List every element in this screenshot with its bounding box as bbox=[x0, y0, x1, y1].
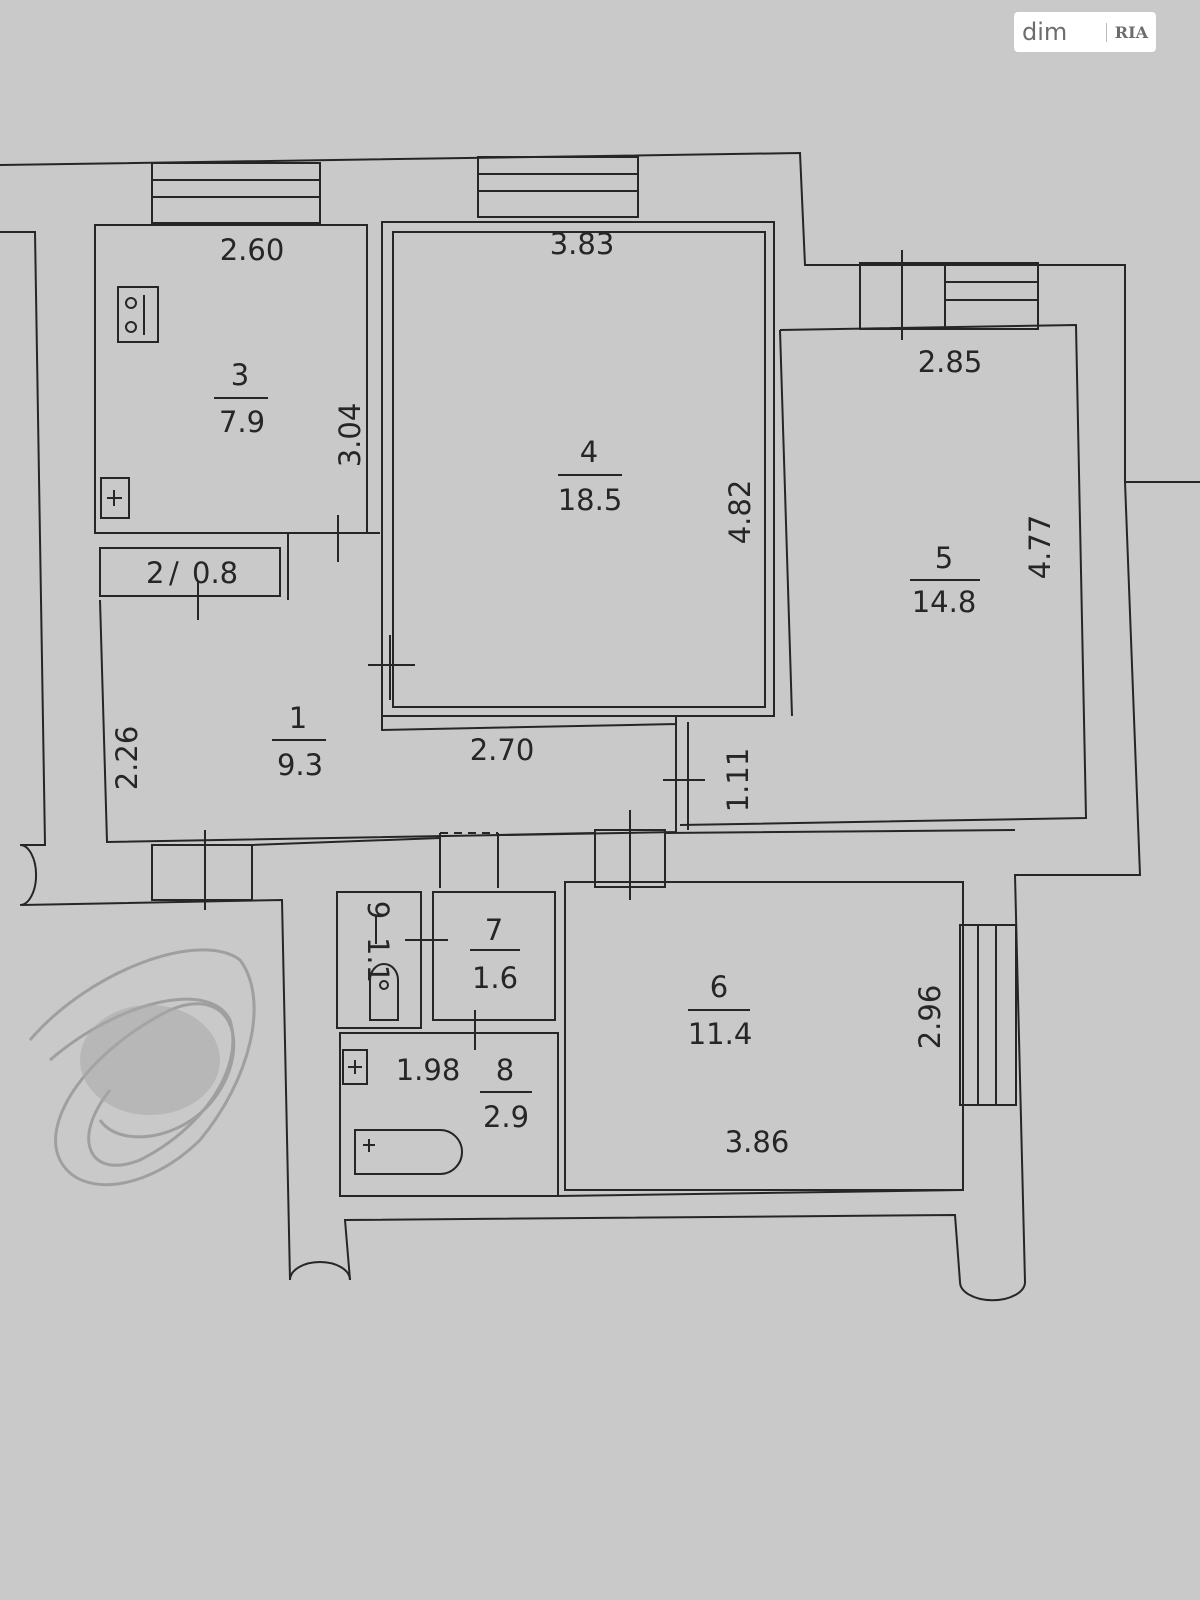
room-5-number: 5 bbox=[935, 541, 953, 575]
room-8-number: 8 bbox=[496, 1053, 514, 1087]
dim-room5-width: 2.85 bbox=[918, 345, 983, 379]
room-9-number: 9 bbox=[361, 901, 395, 919]
window-top-middle bbox=[477, 156, 639, 218]
room-7-area: 1.6 bbox=[472, 961, 518, 995]
sink-symbol-bath bbox=[342, 1049, 368, 1085]
door-entry bbox=[151, 830, 253, 910]
room-1-area: 9.3 bbox=[277, 748, 323, 782]
outer-wall-left bbox=[0, 231, 47, 846]
dim-room5-depth: 4.77 bbox=[1023, 515, 1057, 580]
room-2-number: 2 bbox=[146, 556, 164, 590]
room-4-number: 4 bbox=[580, 435, 598, 469]
stove-symbol bbox=[117, 286, 159, 343]
stair-arc-left bbox=[289, 1261, 351, 1281]
room-9-area: 1.1 bbox=[361, 937, 395, 983]
room-4-outline bbox=[381, 221, 775, 717]
watermark-brand-left: dim bbox=[1022, 18, 1068, 46]
window-top-left bbox=[151, 162, 321, 224]
room-5-area: 14.8 bbox=[912, 585, 977, 619]
room-2-outline bbox=[99, 547, 281, 597]
door-room6 bbox=[594, 810, 666, 900]
room-7-outline bbox=[432, 891, 556, 1021]
dim-room4-width: 3.83 bbox=[550, 227, 615, 261]
room-8-outline bbox=[339, 1032, 559, 1197]
bathtub-symbol bbox=[354, 1129, 463, 1175]
room-1-outline bbox=[99, 599, 677, 844]
stair-arc-right bbox=[959, 1281, 1026, 1302]
dimria-watermark: dim RIA bbox=[1014, 12, 1156, 52]
outer-wall bbox=[0, 151, 1200, 1283]
watermark-brand-right: RIA bbox=[1105, 22, 1148, 42]
window-balcony bbox=[859, 250, 1039, 340]
dim-room1-width: 2.70 bbox=[470, 733, 535, 767]
dim-room1-depth: 2.26 bbox=[110, 726, 144, 791]
room-6-outline bbox=[564, 881, 964, 1191]
room-1-number: 1 bbox=[289, 701, 307, 735]
dim-room4-depth: 4.82 bbox=[723, 480, 757, 545]
room-8-area: 2.9 bbox=[483, 1100, 529, 1134]
dim-room8-width: 1.98 bbox=[396, 1053, 461, 1087]
scribble-mark bbox=[28, 948, 256, 1187]
room-7-number: 7 bbox=[485, 913, 503, 947]
sink-symbol-room3 bbox=[100, 477, 130, 519]
entry-arc bbox=[19, 844, 38, 906]
room-4-area: 18.5 bbox=[558, 483, 623, 517]
dim-corridor-width: 1.11 bbox=[721, 748, 755, 813]
room-9-outline bbox=[336, 891, 422, 1029]
dim-room6-depth: 2.96 bbox=[913, 985, 947, 1050]
dim-room3-width: 2.60 bbox=[220, 233, 285, 267]
room-6-area: 11.4 bbox=[688, 1017, 753, 1051]
room-2-separator: / bbox=[169, 556, 179, 590]
room-3-area: 7.9 bbox=[219, 405, 265, 439]
room-5-outline bbox=[679, 323, 1088, 826]
dim-room6-width: 3.86 bbox=[725, 1125, 790, 1159]
room-2-area: 0.8 bbox=[192, 556, 238, 590]
room-3-number: 3 bbox=[231, 358, 249, 392]
room-6-number: 6 bbox=[710, 970, 728, 1004]
window-right bbox=[959, 924, 1017, 1106]
toilet-symbol bbox=[369, 963, 399, 1021]
dim-room3-depth: 3.04 bbox=[333, 403, 367, 468]
